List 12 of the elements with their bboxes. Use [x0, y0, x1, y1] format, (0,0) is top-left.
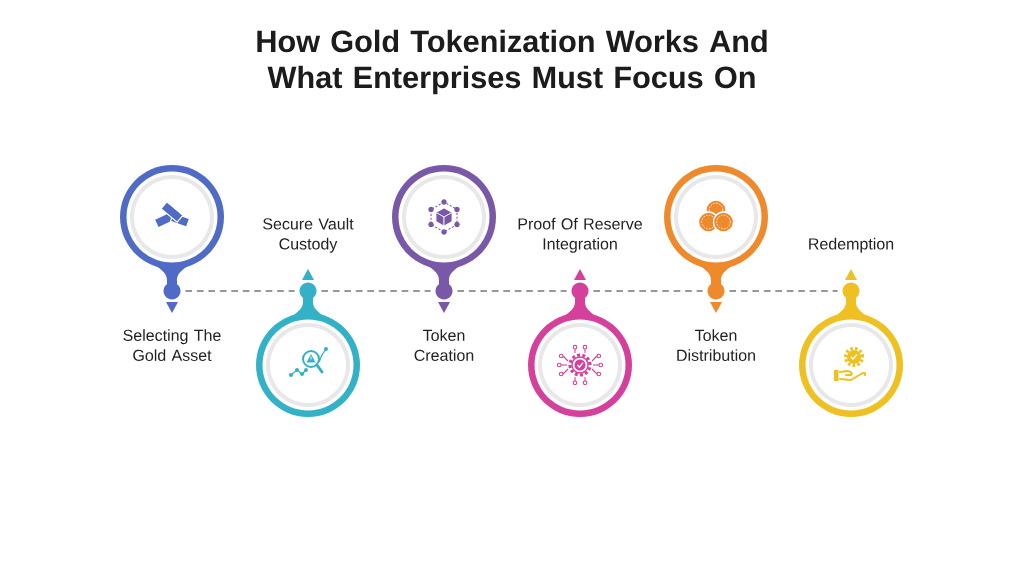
title: How Gold Tokenization Works And What Enterprises Must Focus On — [257, 29, 767, 95]
step-label: Selecting The Gold Asset — [123, 329, 221, 361]
step-label: Proof Of Reserve Integration — [518, 217, 642, 253]
dashed-line — [592, 290, 704, 292]
step-label: Token Creation — [414, 329, 474, 361]
dashed-line — [184, 290, 296, 292]
step-label: Token Distribution — [677, 329, 755, 361]
dashed-line — [456, 290, 568, 292]
step-label: Redemption — [809, 237, 894, 253]
dashed-line — [728, 290, 839, 292]
dashed-line — [320, 290, 432, 292]
step-label: Secure Vault Custody — [263, 217, 354, 253]
